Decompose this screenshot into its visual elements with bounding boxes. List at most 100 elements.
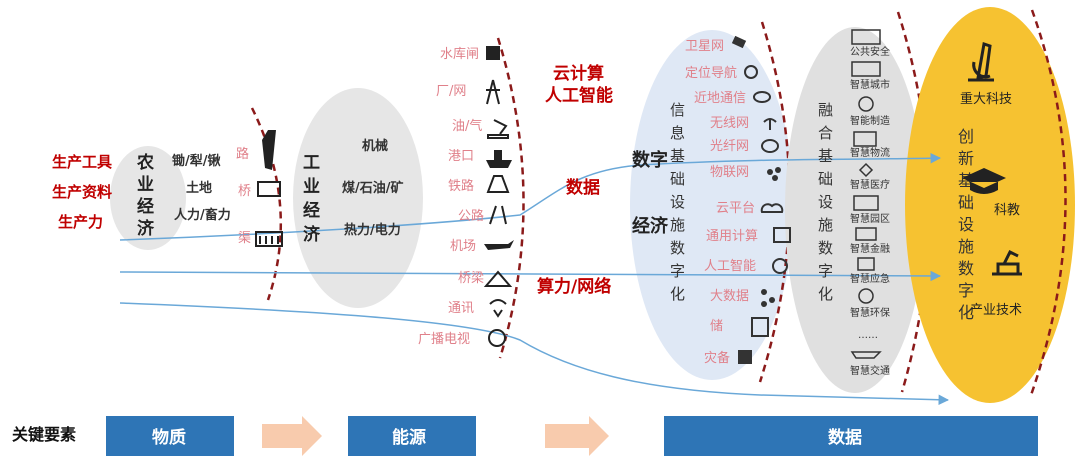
svg-text:础: 础	[958, 193, 974, 212]
svg-text:智慧物流: 智慧物流	[850, 146, 890, 159]
industry-item-machinery: 机械	[362, 138, 388, 154]
flow-line-bottom	[119, 302, 950, 405]
svg-text:息: 息	[670, 124, 685, 142]
industry-dashed-arc	[496, 37, 525, 359]
industry-ellipse	[293, 88, 423, 308]
microscope-icon	[968, 42, 994, 82]
bridge-icon	[257, 181, 281, 197]
satellite-icon	[731, 35, 747, 49]
stage-bar-energy	[348, 416, 476, 456]
agri-infra-canal: 渠	[238, 231, 251, 246]
smart-transport-icon	[850, 351, 882, 359]
iot-icon	[767, 167, 781, 181]
svg-text:云平台: 云平台	[716, 201, 755, 216]
svg-text:施: 施	[670, 216, 685, 234]
ai-label: 人工智能	[545, 85, 613, 106]
svg-text:……: ……	[858, 330, 878, 341]
innovation-ellipse	[905, 7, 1075, 403]
smart-emergency-icon	[857, 257, 875, 271]
svg-text:业: 业	[137, 175, 154, 195]
railway-icon	[486, 175, 510, 193]
power-tower-icon	[486, 79, 500, 105]
stage-bar-data	[664, 416, 1038, 456]
svg-text:字: 字	[818, 262, 833, 280]
svg-text:创: 创	[958, 127, 974, 146]
left-label-tools: 生产工具	[52, 153, 112, 171]
stage-bar-matter	[106, 416, 234, 456]
svg-text:融: 融	[818, 101, 833, 119]
canal-icon	[255, 231, 283, 247]
wireless-icon	[763, 118, 777, 130]
industry-item-coal: 煤/石油/矿	[342, 180, 404, 196]
svg-text:厂/网: 厂/网	[436, 84, 466, 99]
computing-icon	[773, 227, 791, 243]
compute-network-label: 算力/网络	[536, 276, 611, 297]
navigation-icon	[744, 65, 758, 79]
road-icon	[262, 130, 276, 170]
svg-text:智慧医疗: 智慧医疗	[850, 178, 890, 191]
broadcast-atom-icon	[488, 329, 506, 347]
storage-icon	[751, 317, 769, 337]
svg-text:济: 济	[303, 224, 321, 245]
digital-ellipse	[630, 30, 794, 380]
fiber-icon	[761, 139, 779, 153]
disaster-backup-icon	[738, 350, 752, 364]
svg-text:经: 经	[303, 200, 320, 221]
agri-item-land: 土地	[186, 180, 212, 196]
svg-text:农: 农	[136, 152, 154, 173]
data-label: 数据	[566, 177, 600, 198]
svg-text:化: 化	[818, 285, 833, 303]
stage-arrow-1	[262, 416, 322, 456]
svg-text:化: 化	[670, 285, 685, 303]
digital-title-line1: 数字	[632, 149, 668, 171]
agri-ellipse	[110, 146, 186, 250]
agri-infra-road: 路	[236, 146, 249, 162]
svg-text:人工智能: 人工智能	[704, 259, 756, 274]
svg-text:施: 施	[958, 237, 974, 256]
smart-finance-icon	[855, 227, 877, 241]
industry-infra-list: 水库闸 厂/网 油/气 港口 铁路 公路 机场 桥梁 通讯 广播电视	[418, 46, 484, 347]
reservoir-icon	[486, 46, 500, 60]
svg-text:定位导航: 定位导航	[685, 65, 737, 81]
digital-vertical-label: 信 息 基 础 设 施 数 字 化	[670, 101, 685, 303]
stage-arrow-2	[545, 416, 609, 456]
innovation-item-education: 科教	[994, 202, 1020, 218]
svg-text:桥梁: 桥梁	[458, 271, 484, 286]
stage-label-energy: 能源	[392, 427, 426, 448]
svg-text:设: 设	[670, 193, 685, 211]
svg-text:经: 经	[137, 196, 154, 217]
agri-dashed-arc	[250, 107, 283, 301]
svg-text:无线网: 无线网	[710, 116, 749, 131]
graduation-cap-icon	[962, 168, 1006, 194]
svg-text:设: 设	[818, 193, 833, 211]
svg-text:广播电视: 广播电视	[418, 332, 470, 347]
telecom-icon	[489, 299, 507, 318]
ai-icon	[772, 258, 788, 274]
agri-item-labor: 人力/畜力	[174, 207, 231, 223]
svg-text:济: 济	[137, 218, 155, 239]
svg-text:水库闸: 水库闸	[440, 46, 479, 62]
agri-infra-bridge: 桥	[238, 184, 251, 199]
svg-text:智慧环保: 智慧环保	[850, 306, 890, 319]
stage-label-data: 数据	[828, 427, 862, 448]
svg-text:大数据: 大数据	[710, 289, 749, 304]
svg-text:公路: 公路	[458, 208, 484, 224]
svg-text:设: 设	[958, 215, 974, 234]
svg-text:卫星网: 卫星网	[685, 39, 724, 54]
svg-text:近地通信: 近地通信	[694, 91, 746, 106]
svg-text:智慧交通: 智慧交通	[850, 364, 890, 377]
innovation-item-industry-tech: 产业技术	[970, 303, 1022, 318]
svg-text:光纤网: 光纤网	[710, 139, 749, 154]
svg-text:基: 基	[818, 147, 833, 165]
industry-item-heat: 热力/电力	[344, 222, 401, 238]
smart-manufacturing-icon	[858, 96, 874, 112]
cloud-platform-icon	[760, 203, 784, 213]
svg-text:通用计算: 通用计算	[706, 229, 758, 244]
key-elements-label: 关键要素	[12, 425, 76, 444]
fusion-items-list: 公共安全 智慧城市 智能制造 智慧物流 智慧医疗 智慧园区 智慧金融 智慧应急 …	[850, 29, 890, 377]
svg-text:物联网: 物联网	[710, 165, 749, 180]
big-data-icon	[761, 289, 775, 307]
svg-text:施: 施	[818, 216, 833, 234]
near-earth-comm-icon	[753, 91, 771, 103]
svg-text:数: 数	[818, 239, 833, 257]
